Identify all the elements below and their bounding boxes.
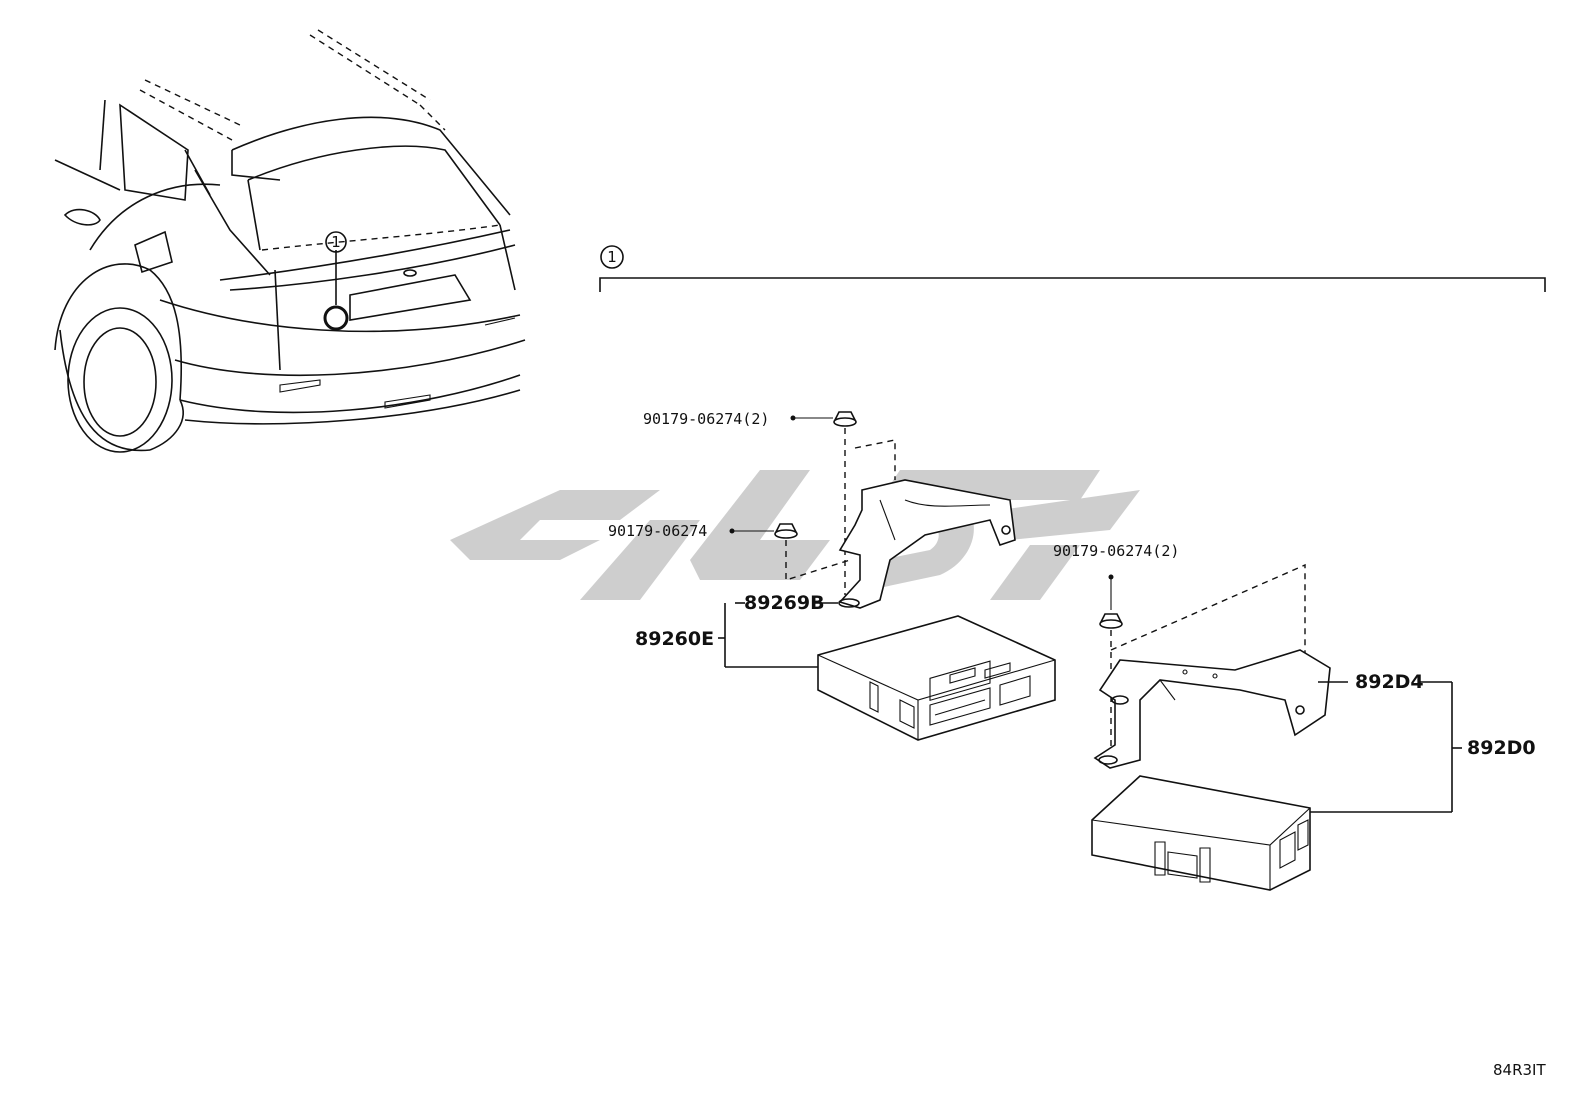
label-bracket-right: 892D4 [1355,671,1424,693]
callout-number-group: 1 [607,248,617,266]
label-ecu-right: 892D0 [1467,737,1536,759]
label-bolt-right: 90179-06274(2) [1053,542,1179,560]
label-bolt-upper: 90179-06274(2) [643,410,769,428]
label-ecu-left: 89260E [635,628,714,650]
diagram-code: 84R3IT [1493,1061,1546,1079]
label-bracket-left: 89269B [744,592,825,614]
callout-number-vehicle: 1 [331,233,341,251]
right-module-assembly [1091,563,1331,891]
left-module-assembly [729,411,1056,741]
part-labels: 90179-06274(2) 90179-06274 90179-06274(2… [608,410,1536,759]
vehicle-rear-illustration: 1 [54,29,526,453]
leader-lines [718,602,1462,813]
label-bolt-left: 90179-06274 [608,522,707,540]
assembly-group-bracket: 1 [599,245,1546,292]
